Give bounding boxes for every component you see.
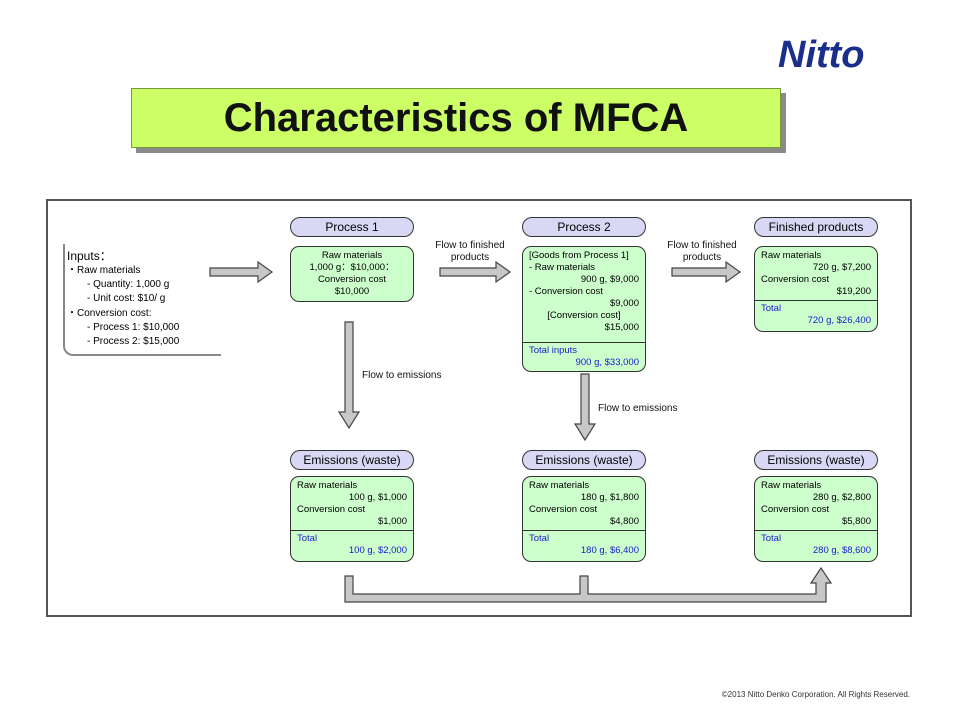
emissions2-box: Raw materials 180 g, $1,800 Conversion c…	[522, 476, 646, 562]
emissions1-total-value: 100 g, $2,000	[348, 545, 407, 556]
emissions3-total-label: Total	[761, 533, 782, 544]
arrow-process1-to-process2	[439, 260, 512, 284]
flow-to-emissions-label-1: Flow to emissions	[362, 370, 442, 381]
emissions3-box: Raw materials 280 g, $2,800 Conversion c…	[754, 476, 878, 562]
emissions2-conv-label: Conversion cost	[529, 504, 598, 515]
flow-to-finished-label-2: Flow to finished products	[652, 240, 752, 264]
inputs-line: ・Raw materials	[67, 265, 141, 276]
process1-label: Process 1	[290, 217, 414, 237]
finished-raw-label: Raw materials	[761, 250, 822, 261]
flow-to-emissions-label-2: Flow to emissions	[598, 403, 678, 414]
process1-line: Raw materials	[321, 250, 383, 261]
flow-label-line: products	[682, 252, 722, 263]
emissions2-conv-value: $4,800	[609, 516, 639, 527]
process2-total-value: 900 g, $33,000	[575, 357, 639, 368]
finished-total-value: 720 g, $26,400	[807, 315, 871, 326]
emissions3-raw-value: 280 g, $2,800	[812, 492, 871, 503]
process2-line: $9,000	[609, 298, 639, 309]
finished-products-box: Raw materials 720 g, $7,200 Conversion c…	[754, 246, 878, 332]
flow-label-line: Flow to finished	[667, 240, 737, 251]
process2-line: - Conversion cost	[529, 286, 603, 297]
emissions1-conv-label: Conversion cost	[297, 504, 366, 515]
arrow-process2-to-emissions	[573, 373, 597, 442]
emissions2-label: Emissions (waste)	[522, 450, 646, 470]
finished-products-label: Finished products	[754, 217, 878, 237]
emissions3-conv-label: Conversion cost	[761, 504, 830, 515]
flow-label-line: products	[450, 252, 490, 263]
slide-title: Characteristics of MFCA	[223, 95, 689, 140]
process2-line: 900 g, $9,000	[580, 274, 639, 285]
emissions2-total-label: Total	[529, 533, 550, 544]
inputs-line: - Process 2: $15,000	[87, 336, 180, 348]
inputs-line: ・Conversion cost:	[67, 307, 152, 319]
emissions3-divider	[755, 530, 877, 531]
emissions3-total-value: 280 g, $8,600	[812, 545, 871, 556]
process2-line: - Raw materials	[529, 262, 595, 273]
inputs-panel: Inputs： ・Raw materials - Quantity: 1,000…	[63, 244, 221, 356]
emissions1-raw-label: Raw materials	[297, 480, 358, 491]
nitto-logo: Nitto	[778, 34, 865, 76]
emissions2-raw-label: Raw materials	[529, 480, 590, 491]
flow-label-line: Flow to finished	[435, 240, 505, 251]
inputs-line: - Unit cost: $10/ g	[87, 293, 166, 305]
inputs-line: - Process 1: $10,000	[87, 321, 180, 333]
arrow-process1-to-emissions	[337, 321, 361, 430]
emissions1-divider	[291, 530, 413, 531]
finished-conv-label: Conversion cost	[761, 274, 830, 285]
emissions2-raw-value: 180 g, $1,800	[580, 492, 639, 503]
emissions-aggregation-connector	[344, 566, 833, 603]
process1-line: 1,000 g：$10,000：	[309, 262, 395, 273]
title-banner: Characteristics of MFCA	[131, 88, 781, 148]
finished-raw-value: 720 g, $7,200	[812, 262, 871, 273]
copyright-notice: ©2013 Nitto Denko Corporation. All Right…	[721, 690, 910, 699]
inputs-line: - Quantity: 1,000 g	[87, 279, 170, 291]
emissions1-label: Emissions (waste)	[290, 450, 414, 470]
emissions2-total-value: 180 g, $6,400	[580, 545, 639, 556]
process1-box: Raw materials 1,000 g：$10,000： Conversio…	[290, 246, 414, 302]
emissions1-conv-value: $1,000	[377, 516, 407, 527]
emissions3-label: Emissions (waste)	[754, 450, 878, 470]
process2-line: $15,000	[604, 322, 639, 333]
process2-divider	[523, 342, 645, 343]
process1-line: Conversion cost	[317, 274, 387, 285]
finished-divider	[755, 300, 877, 301]
process1-line: $10,000	[334, 286, 370, 297]
arrow-process2-to-finished	[671, 260, 742, 284]
emissions1-total-label: Total	[297, 533, 318, 544]
finished-total-label: Total	[761, 303, 782, 314]
emissions1-raw-value: 100 g, $1,000	[348, 492, 407, 503]
finished-conv-value: $19,200	[836, 286, 871, 297]
emissions3-raw-label: Raw materials	[761, 480, 822, 491]
process2-line: [Goods from Process 1]	[529, 250, 629, 261]
arrow-inputs-to-process1	[209, 260, 274, 284]
process2-line: [Conversion cost]	[547, 310, 621, 321]
process2-box: [Goods from Process 1] - Raw materials 9…	[522, 246, 646, 372]
flow-to-finished-label-1: Flow to finished products	[420, 240, 520, 264]
emissions2-divider	[523, 530, 645, 531]
emissions1-box: Raw materials 100 g, $1,000 Conversion c…	[290, 476, 414, 562]
emissions3-conv-value: $5,800	[841, 516, 871, 527]
process2-label: Process 2	[522, 217, 646, 237]
inputs-heading: Inputs：	[67, 249, 112, 263]
process2-total-label: Total inputs	[529, 345, 578, 356]
